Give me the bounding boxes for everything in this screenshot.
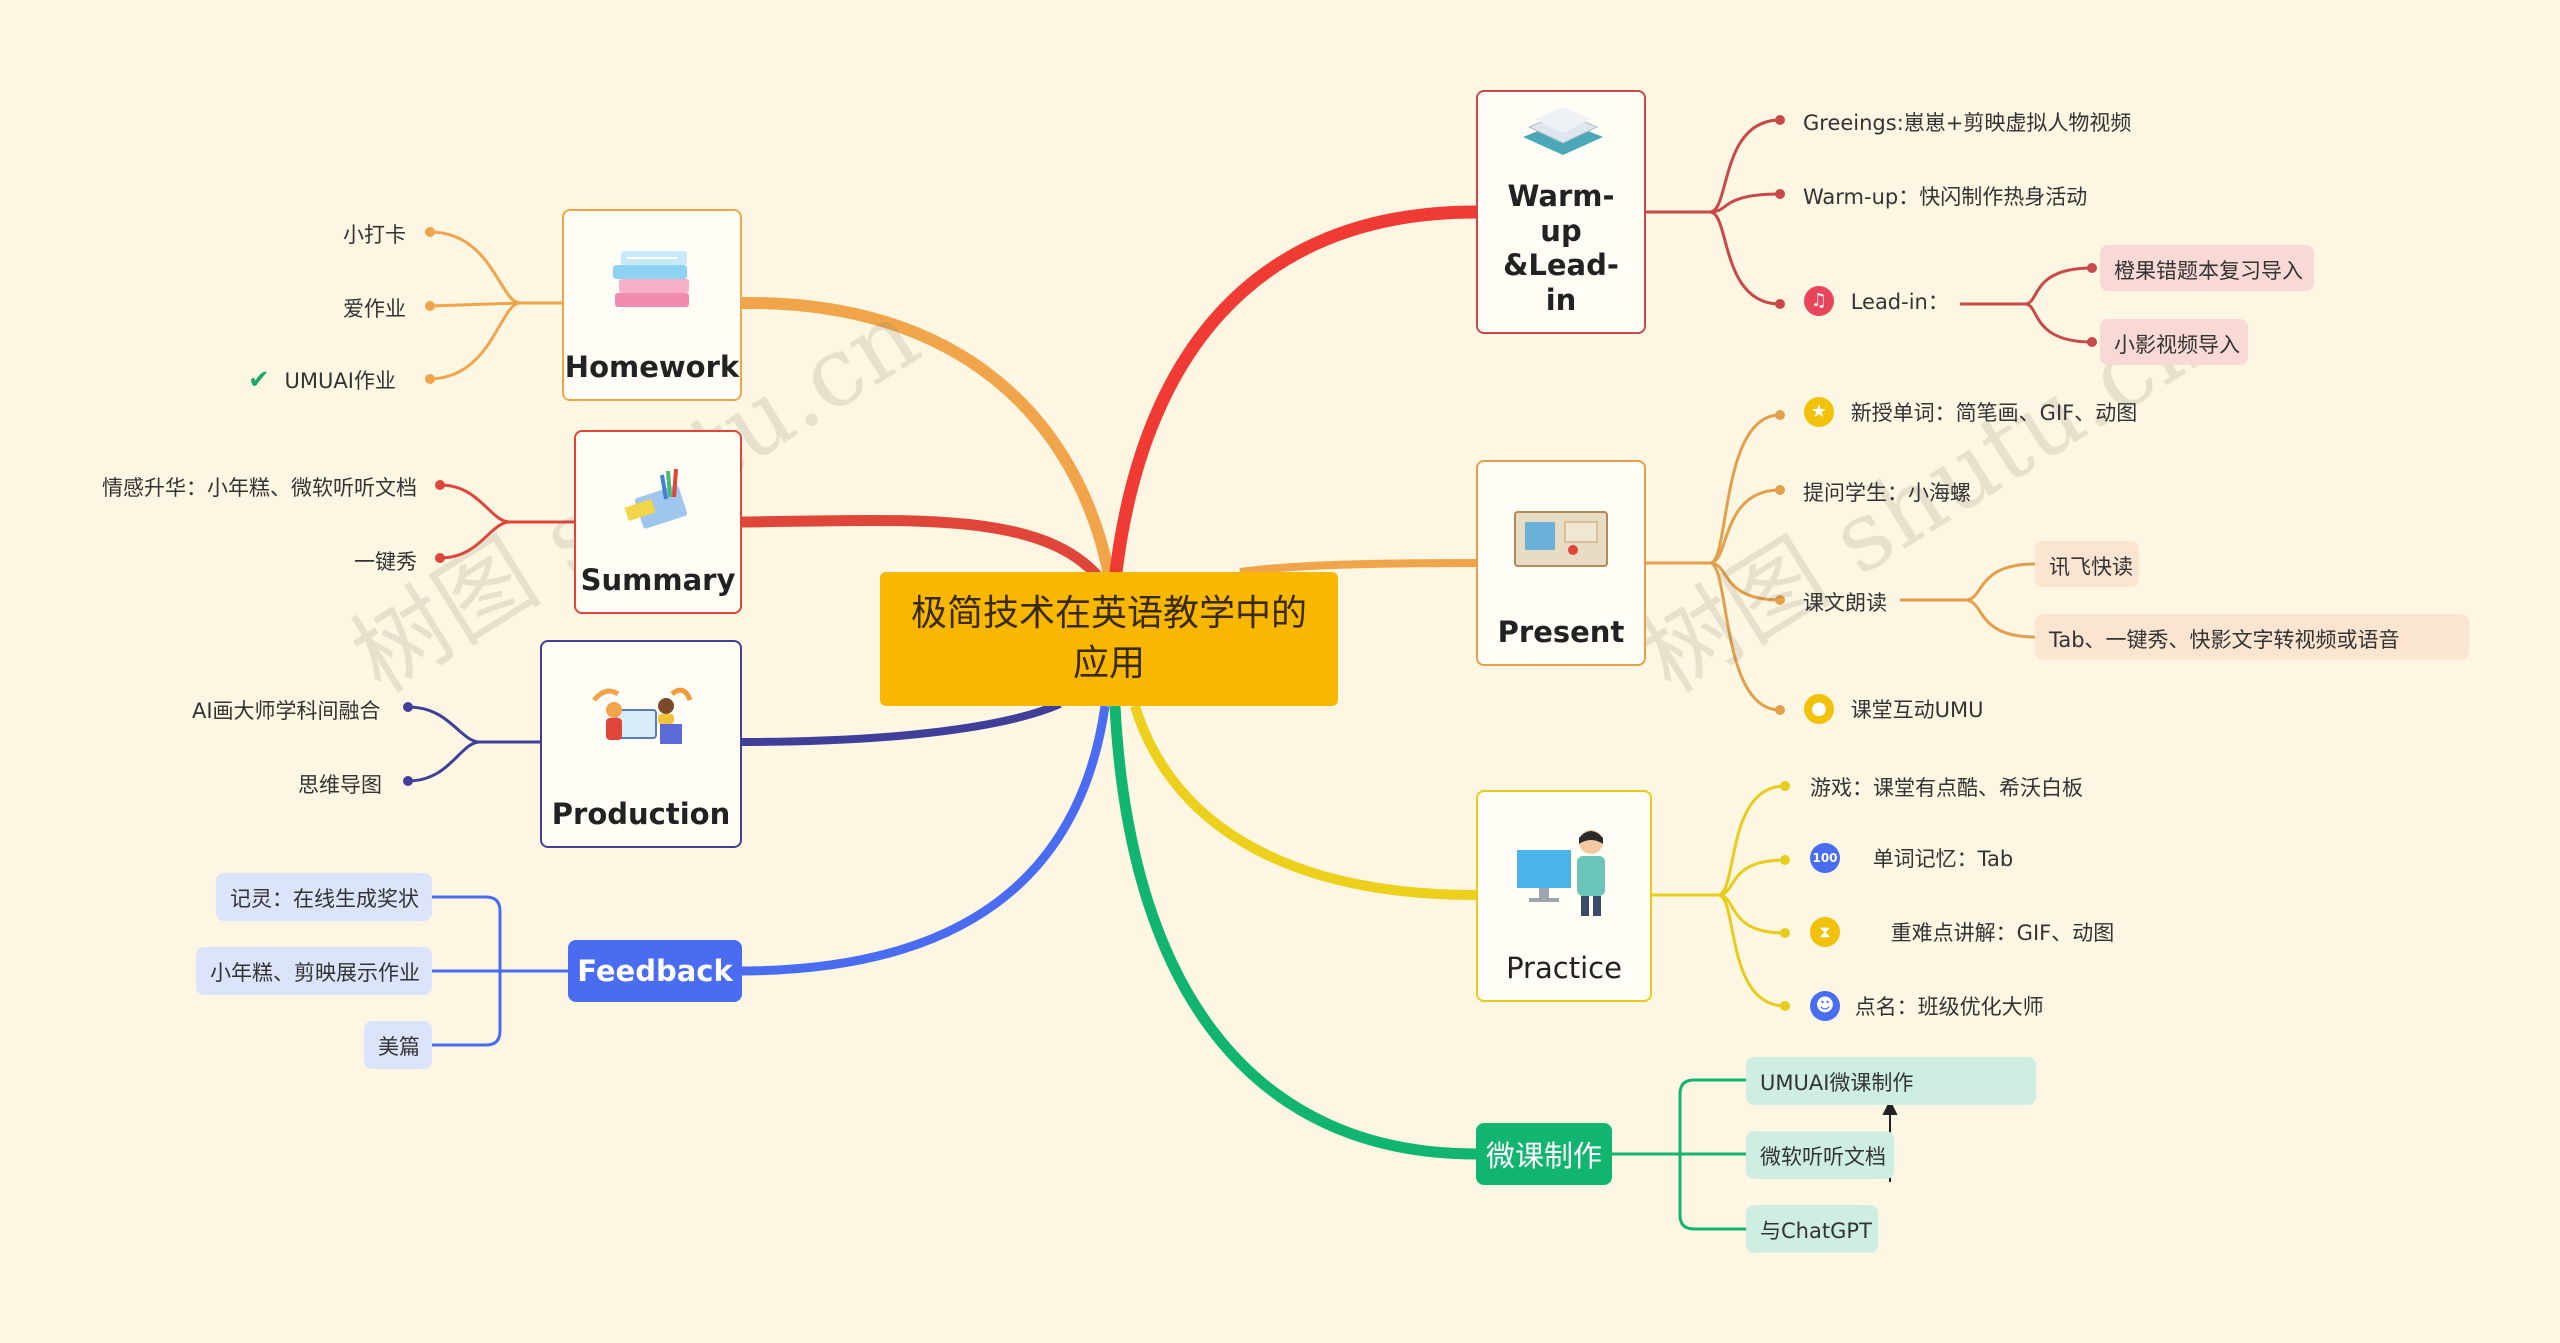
node-summary-label: Summary (580, 563, 736, 598)
notebook-icon (576, 432, 740, 563)
warmup-item[interactable]: Greeings:崽崽+剪映虚拟人物视频 (1803, 111, 2132, 135)
feedback-item[interactable]: 记灵：在线生成奖状 (216, 873, 432, 921)
warmup-item-leadin[interactable]: ♫ Lead-in： (1804, 286, 1949, 316)
practice-item-label: 重难点讲解：GIF、动图 (1890, 921, 2115, 945)
reading-subitem[interactable]: 讯飞快读 (2035, 541, 2139, 587)
node-warmup-label: Warm-up &Lead-in (1503, 178, 1619, 318)
microlesson-item[interactable]: 微软听听文档 (1746, 1131, 1894, 1179)
production-item[interactable]: 思维导图 (298, 773, 382, 797)
leadin-label: Lead-in： (1850, 290, 1949, 314)
bulb-icon: ● (1804, 694, 1834, 724)
production-item[interactable]: AI画大师学科间融合 (192, 699, 381, 723)
central-topic[interactable]: 极简技术在英语教学中的应用 (880, 572, 1338, 706)
present-item-label: 课堂互动UMU (1850, 698, 1984, 722)
node-warmup[interactable]: Warm-up &Lead-in (1476, 90, 1646, 334)
reading-subitem[interactable]: Tab、一键秀、快影文字转视频或语音 (2035, 614, 2469, 660)
branch-production (741, 700, 1062, 746)
practice-item-rollcall[interactable]: ☻ 点名：班级优化大师 (1810, 991, 2044, 1021)
node-feedback[interactable]: Feedback (568, 940, 742, 1002)
present-item-label: 新授单词：简笔画、GIF、动图 (1850, 401, 2138, 425)
present-item-umu[interactable]: ● 课堂互动UMU (1804, 694, 1984, 724)
homework-item-label: UMUAI作业 (284, 369, 396, 393)
branch-microlesson (1109, 705, 1477, 1160)
node-practice-label: Practice (1506, 951, 1622, 986)
user-icon: ☻ (1810, 991, 1840, 1021)
homework-item-umuai[interactable]: ✔ UMUAI作业 (248, 365, 396, 395)
branch-warmup (1108, 205, 1477, 581)
practice-item-label: 点名：班级优化大师 (1854, 995, 2044, 1019)
practice-item-label: 单词记忆：Tab (1872, 847, 2014, 871)
node-present[interactable]: Present (1476, 460, 1646, 666)
check-icon: ✔ (248, 365, 270, 395)
branch-feedback (741, 705, 1110, 976)
leadin-subitem[interactable]: 橙果错题本复习导入 (2100, 245, 2314, 291)
board-icon (1478, 462, 1644, 615)
badge-100-icon: 100 (1810, 843, 1840, 873)
branch-homework (741, 296, 1116, 582)
feedback-item[interactable]: 小年糕、剪映展示作业 (196, 947, 432, 995)
microlesson-item[interactable]: UMUAI微课制作 (1746, 1057, 2036, 1105)
practice-item-difficult[interactable]: ⧗ 重难点讲解：GIF、动图 (1810, 917, 2114, 947)
laptop-icon (1478, 92, 1644, 179)
node-homework[interactable]: Homework (562, 209, 742, 401)
bell-icon: ♫ (1804, 286, 1834, 316)
homework-item[interactable]: 爱作业 (343, 297, 406, 321)
leadin-subitem[interactable]: 小影视频导入 (2100, 319, 2248, 365)
branch-summary (741, 514, 1110, 589)
practice-item-memory[interactable]: 100 单词记忆：Tab (1810, 843, 2013, 873)
hourglass-icon: ⧗ (1810, 917, 1840, 947)
warmup-item[interactable]: Warm-up：快闪制作热身活动 (1803, 185, 2088, 209)
present-item-vocab[interactable]: ★ 新授单词：简笔画、GIF、动图 (1804, 397, 2137, 427)
summary-item[interactable]: 情感升华：小年糕、微软听听文档 (102, 476, 417, 500)
branch-practice (1130, 704, 1477, 900)
branch-present (1239, 559, 1477, 576)
teamwork-icon (542, 642, 740, 797)
present-item-reading[interactable]: 课文朗读 (1803, 591, 1887, 615)
node-production[interactable]: Production (540, 640, 742, 848)
homework-item[interactable]: 小打卡 (343, 223, 406, 247)
node-summary[interactable]: Summary (574, 430, 742, 614)
feedback-item[interactable]: 美篇 (364, 1021, 432, 1069)
star-icon: ★ (1804, 397, 1834, 427)
microlesson-item[interactable]: 与ChatGPT (1746, 1205, 1878, 1253)
present-item[interactable]: 提问学生：小海螺 (1803, 481, 1971, 505)
node-present-label: Present (1497, 615, 1625, 650)
node-homework-label: Homework (564, 350, 740, 385)
node-microlesson[interactable]: 微课制作 (1476, 1123, 1612, 1185)
node-practice[interactable]: Practice (1476, 790, 1652, 1002)
teacher-icon (1478, 792, 1650, 951)
summary-item[interactable]: 一键秀 (354, 550, 417, 574)
practice-item[interactable]: 游戏：课堂有点酷、希沃白板 (1810, 776, 2083, 800)
books-icon (564, 211, 740, 350)
node-production-label: Production (551, 797, 731, 832)
